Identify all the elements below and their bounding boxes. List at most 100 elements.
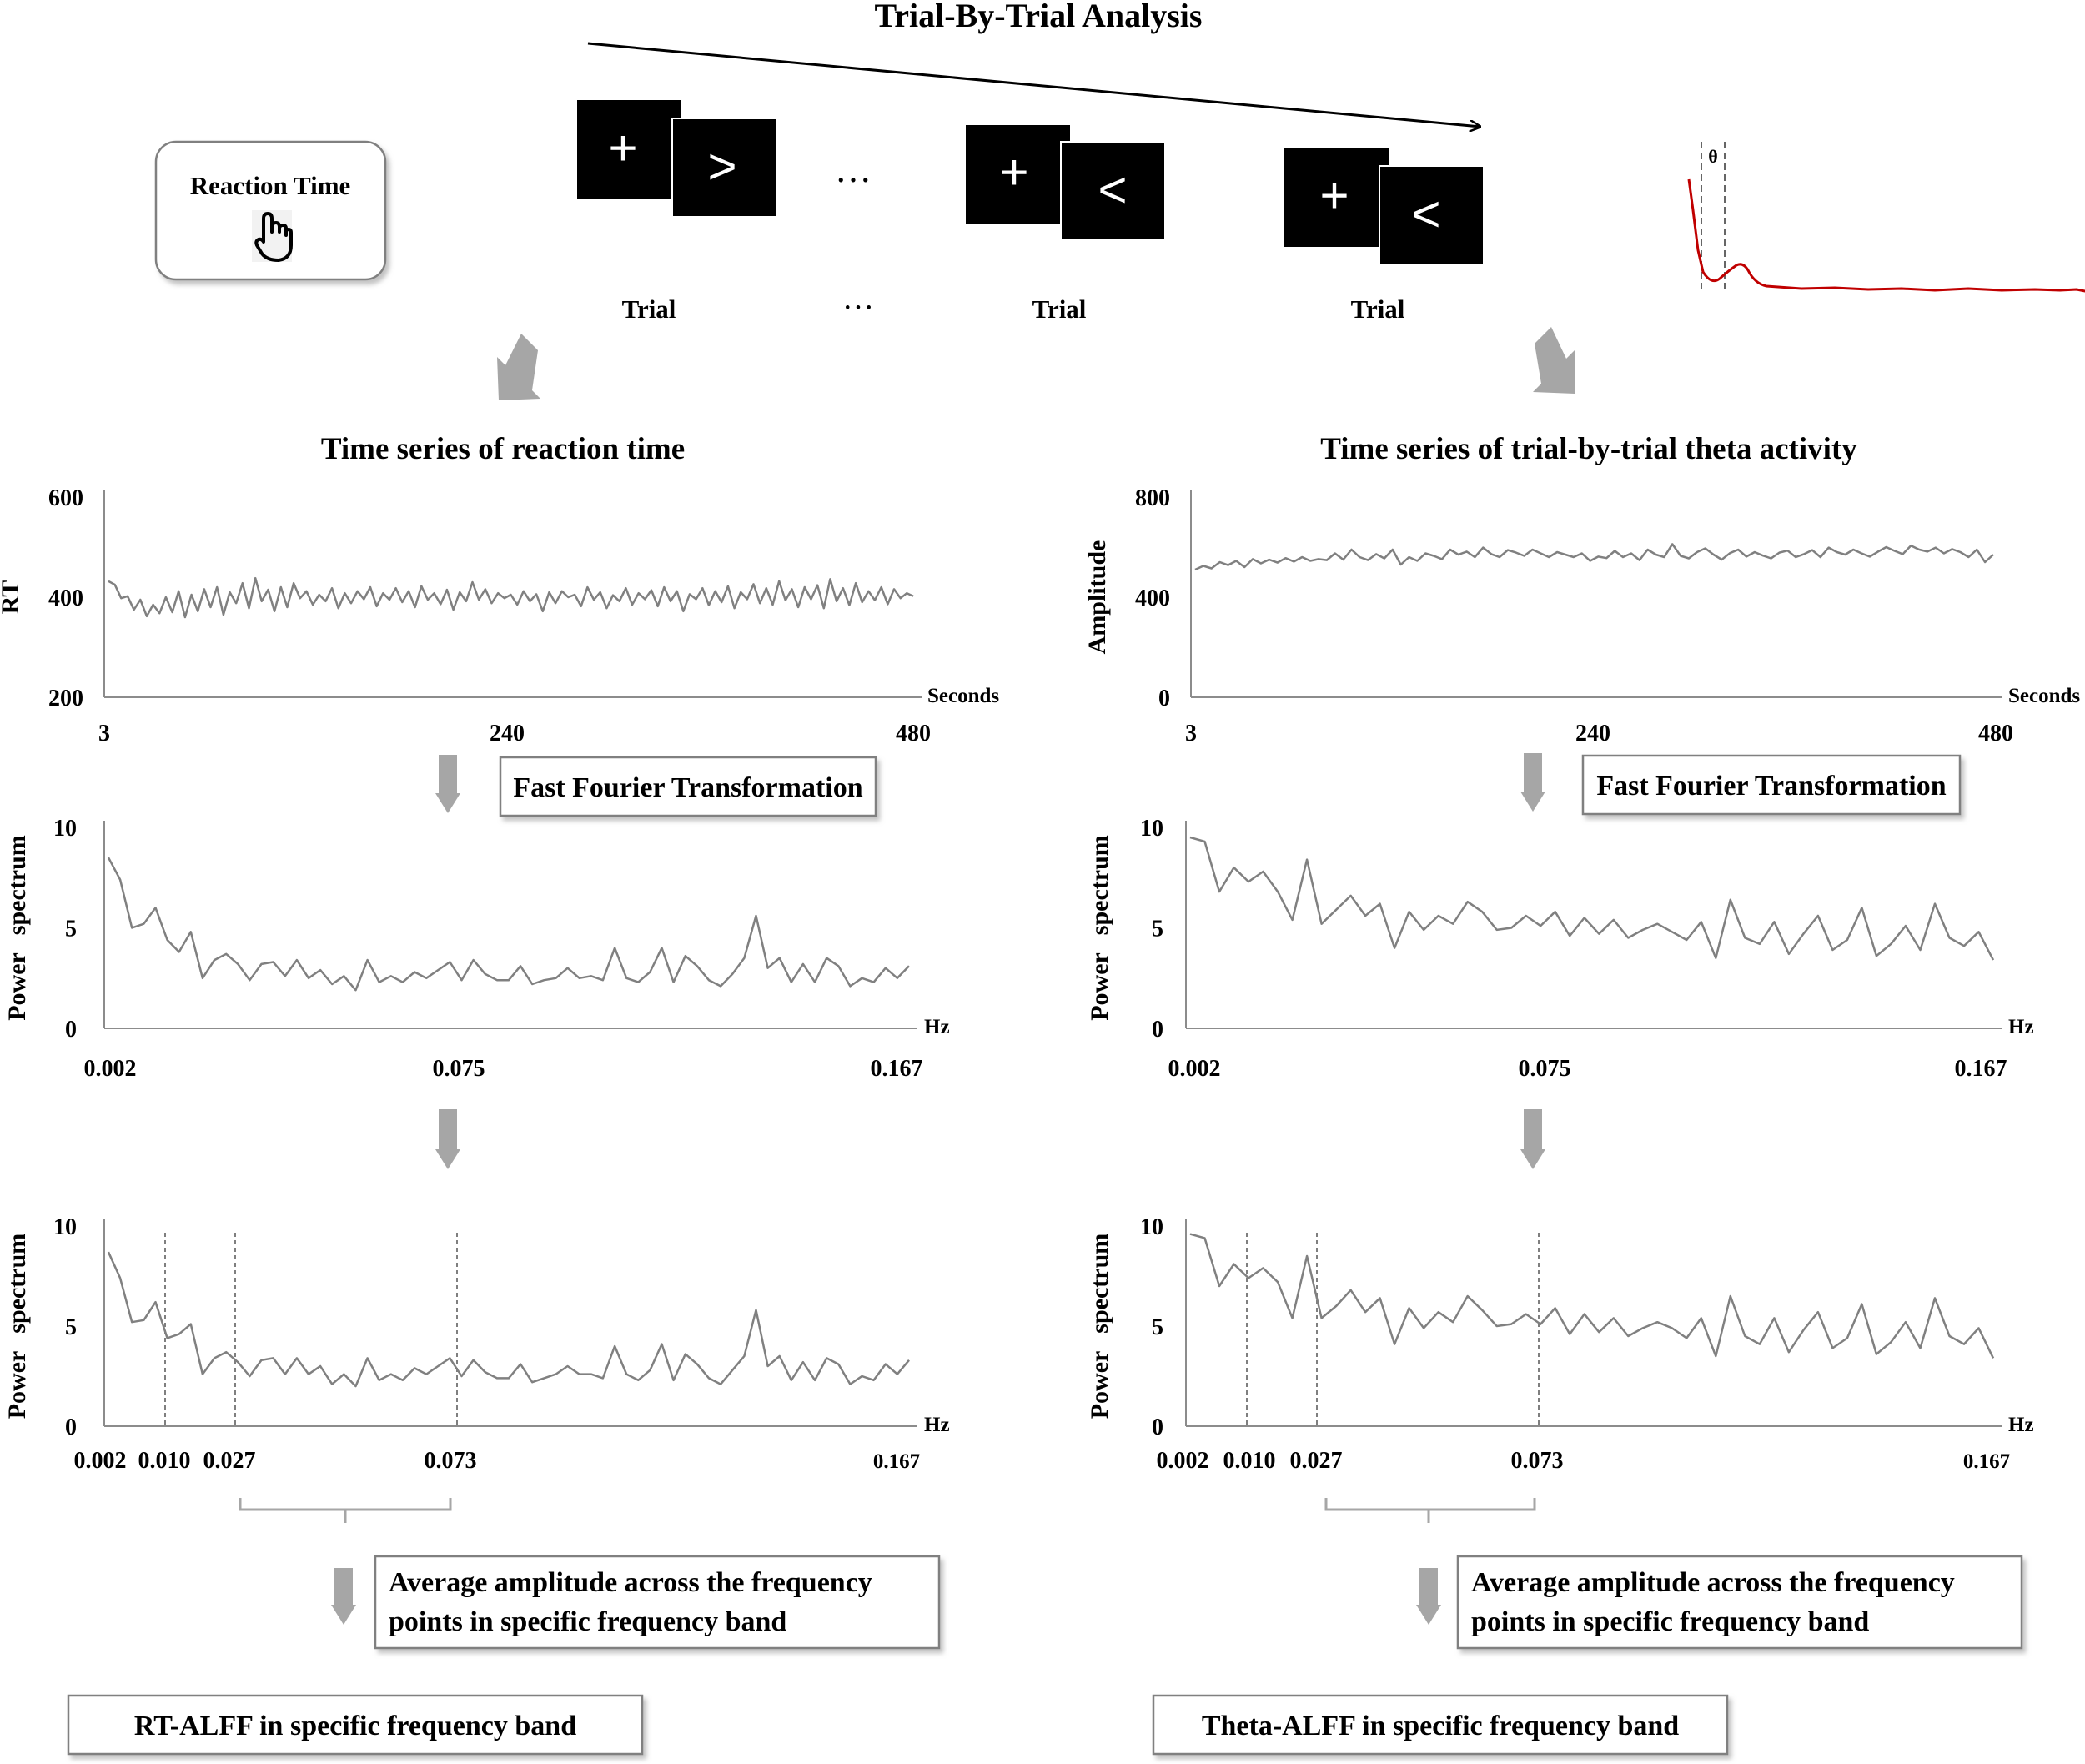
series-line (107, 1251, 910, 1388)
theta-curve (1687, 178, 2085, 293)
x-tick-label: 0.002 (74, 1448, 127, 1474)
result-label: RT-ALFF in specific frequency band (134, 1711, 576, 1741)
fixation-cross: + (999, 144, 1028, 200)
reaction-time-box: Reaction Time (154, 140, 387, 281)
y-axis-label: Power spectrum (3, 835, 31, 1021)
arrow-down-left (497, 334, 540, 400)
left-fft-box: Fast Fourier Transformation (499, 756, 877, 817)
theta-waveform-inset: θ (1687, 142, 2085, 294)
y-axis-label: Power spectrum (3, 1234, 31, 1420)
right-series-title: Time series of trial-by-trial theta acti… (1320, 432, 1857, 466)
y-tick-label: 5 (1152, 1314, 1163, 1340)
x-tick-label: 0.167 (1963, 1450, 2010, 1473)
y-axis-label: RT (0, 580, 24, 615)
y-tick-label: 10 (1140, 1214, 1163, 1240)
series-line (1189, 836, 1995, 961)
fft-label: Fast Fourier Transformation (513, 772, 862, 803)
x-tick-label: 0.167 (873, 1450, 920, 1473)
x-tick-label: 0.002 (84, 1056, 137, 1082)
trial-stimulus-1: + > (577, 100, 777, 218)
x-axis-unit: Hz (924, 1016, 950, 1038)
arrow-glyph: > (707, 138, 736, 194)
page-title: Trial-By-Trial Analysis (875, 0, 1203, 34)
x-tick-label: 240 (490, 721, 525, 746)
x-tick-label: 0.075 (1519, 1056, 1571, 1082)
theta-symbol: θ (1708, 146, 1717, 167)
y-tick-label: 5 (1152, 917, 1163, 942)
fft-label: Fast Fourier Transformation (1596, 771, 1946, 802)
x-tick-label: 0.075 (433, 1056, 485, 1082)
y-tick-label: 5 (65, 1314, 77, 1340)
x-tick-label: 480 (896, 721, 931, 746)
y-axis-label: Power spectrum (1086, 1234, 1113, 1420)
x-tick-label: 0.167 (1955, 1056, 2007, 1082)
x-tick-label: 0.010 (1223, 1448, 1276, 1474)
right-average-box: Average amplitude across the frequency p… (1456, 1555, 2023, 1650)
x-tick-label: 240 (1575, 721, 1610, 746)
right-fft-box: Fast Fourier Transformation (1581, 754, 1962, 816)
trial-label: Trial (1351, 294, 1405, 324)
x-axis-unit: Seconds (2008, 685, 2080, 707)
down-arrow (1520, 1109, 1545, 1169)
y-tick-label: 10 (53, 816, 77, 842)
x-tick-label: 0.002 (1168, 1056, 1221, 1082)
y-tick-label: 0 (1152, 1017, 1163, 1043)
average-label-line2: points in specific frequency band (389, 1606, 786, 1637)
trial-ellipsis: … (835, 149, 872, 190)
y-tick-label: 0 (65, 1017, 77, 1043)
y-tick-label: 5 (65, 917, 77, 942)
y-tick-label: 800 (1135, 485, 1170, 511)
trial-stimulus-3: + < (1284, 148, 1485, 265)
trial-label: Trial (622, 294, 676, 324)
arrow-down-right (1533, 327, 1575, 394)
down-arrow (1520, 753, 1545, 812)
x-tick-label: 3 (1185, 721, 1197, 746)
x-tick-label: 0.073 (1511, 1448, 1564, 1474)
process-arrows (331, 753, 1545, 1625)
fixation-cross: + (1319, 168, 1349, 224)
y-tick-label: 0 (1152, 1415, 1163, 1440)
right-band-bracket (1324, 1498, 1536, 1523)
x-tick-label: 0.002 (1157, 1448, 1209, 1474)
arrow-glyph: < (1098, 162, 1127, 218)
x-tick-label: 0.010 (138, 1448, 191, 1474)
left-result-box: RT-ALFF in specific frequency band (67, 1694, 644, 1756)
arrow-glyph: < (1411, 186, 1440, 242)
x-axis-unit: Seconds (927, 685, 999, 707)
result-label: Theta-ALFF in specific frequency band (1202, 1711, 1679, 1741)
average-label-line1: Average amplitude across the frequency (1471, 1567, 1955, 1598)
left-band-bracket (239, 1498, 452, 1523)
series-line (1194, 543, 1994, 571)
down-arrow (435, 755, 460, 813)
down-arrow (331, 1568, 356, 1625)
x-axis-unit: Hz (2008, 1414, 2034, 1436)
y-axis-label: Amplitude (1083, 540, 1111, 655)
left-average-box: Average amplitude across the frequency p… (374, 1555, 941, 1650)
y-tick-label: 0 (65, 1415, 77, 1440)
y-tick-label: 400 (1135, 585, 1170, 611)
average-label-line2: points in specific frequency band (1471, 1606, 1869, 1637)
trial-label: Trial (1032, 294, 1087, 324)
y-tick-label: 600 (48, 485, 83, 511)
y-axis-label: Power spectrum (1086, 835, 1113, 1021)
x-axis-unit: Hz (2008, 1016, 2034, 1038)
x-tick-label: 3 (98, 721, 110, 746)
fixation-cross: + (608, 120, 637, 176)
x-tick-label: 0.027 (203, 1448, 256, 1474)
y-tick-label: 10 (53, 1214, 77, 1240)
x-tick-label: 480 (1978, 721, 2013, 746)
x-tick-label: 0.167 (871, 1056, 923, 1082)
reaction-time-label: Reaction Time (190, 171, 351, 200)
left-series-title: Time series of reaction time (321, 432, 685, 466)
series-line (107, 857, 910, 992)
y-tick-label: 0 (1158, 686, 1170, 711)
series-line (108, 576, 914, 619)
down-arrow (435, 1109, 460, 1169)
